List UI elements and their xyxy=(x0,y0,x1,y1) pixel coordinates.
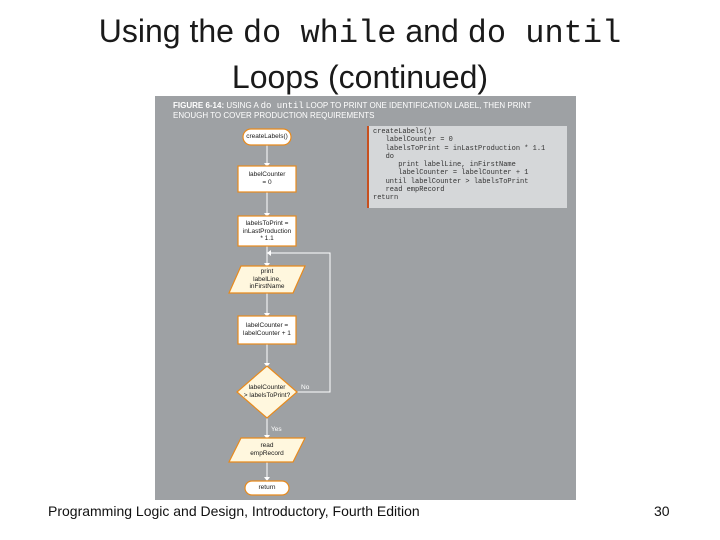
read-io xyxy=(228,437,306,463)
arrowhead xyxy=(264,435,270,439)
pseudocode-line: labelCounter = labelCounter + 1 xyxy=(373,169,529,178)
figure-caption: FIGURE 6-14: USING A do until LOOP TO PR… xyxy=(173,101,568,120)
slide-title-line1: Using the do while and do until xyxy=(0,12,720,53)
incr-label-line1: labelCounter = xyxy=(245,322,289,329)
slide-page-number: 30 xyxy=(654,503,670,519)
arrowhead xyxy=(264,313,270,317)
print-label-line3: inFirstName xyxy=(249,283,285,290)
figure-panel: FIGURE 6-14: USING A do until LOOP TO PR… xyxy=(155,96,576,500)
read-label: read empRecord xyxy=(237,442,297,457)
calc-label-line1: labelsToPrint = xyxy=(245,220,289,227)
pseudocode-line: labelCounter = 0 xyxy=(373,136,453,145)
print-io xyxy=(228,265,306,294)
init-label: labelCounter = 0 xyxy=(238,171,296,186)
arrowhead xyxy=(264,263,270,267)
start-label: createLabels() xyxy=(246,133,288,140)
calc-process xyxy=(237,215,297,247)
calc-label: labelsToPrint = inLastProduction * 1.1 xyxy=(238,220,296,243)
caption-text: LOOP TO PRINT ONE IDENTIFICATION LABEL, … xyxy=(173,101,532,120)
read-label-line1: read xyxy=(260,442,274,449)
read-label-line2: empRecord xyxy=(250,449,284,457)
pseudocode-line: print labelLine, inFirstName xyxy=(373,161,516,170)
incr-process xyxy=(237,315,297,345)
decision-label-line1: labelCounter xyxy=(248,384,286,391)
incr-label: labelCounter = labelCounter + 1 xyxy=(238,322,296,337)
pseudocode-line: read empRecord xyxy=(373,186,445,195)
caption-text: USING A xyxy=(224,101,261,110)
pseudocode-box: createLabels() labelCounter = 0 labelsTo… xyxy=(367,126,567,208)
incr-label-line2: labelCounter + 1 xyxy=(243,329,291,337)
pseudocode-line: return xyxy=(373,194,399,203)
pseudocode-line: labelsToPrint = inLastProduction * 1.1 xyxy=(373,144,546,153)
arrowhead xyxy=(267,250,271,256)
loop-decision xyxy=(236,365,298,419)
title-text: and xyxy=(396,13,468,49)
caption-code: do until xyxy=(260,101,304,111)
decision-label: labelCounter > labelsToPrint? xyxy=(235,384,299,399)
init-label-line2: = 0 xyxy=(262,178,272,186)
yes-branch-label: Yes xyxy=(271,426,282,433)
print-label-line2: labelLine, xyxy=(253,275,281,283)
footer-course-title: Programming Logic and Design, Introducto… xyxy=(48,503,420,519)
loop-back-arrow xyxy=(267,252,331,393)
arrowhead xyxy=(264,363,270,367)
figure-label: FIGURE 6-14: xyxy=(173,101,225,110)
arrowhead xyxy=(264,163,270,167)
start-terminator xyxy=(242,128,292,146)
pseudocode-line: until labelCounter > labelsToPrint xyxy=(373,177,529,186)
calc-label-line3: * 1.1 xyxy=(260,235,274,242)
pseudocode-line: createLabels() xyxy=(373,128,432,136)
end-label: return xyxy=(258,484,276,491)
arrowhead xyxy=(264,477,270,481)
arrowhead xyxy=(264,213,270,217)
title-code-do-until: do until xyxy=(467,15,622,52)
print-label: print labelLine, inFirstName xyxy=(237,268,297,291)
calc-label-line2: inLastProduction xyxy=(242,227,292,235)
print-label-line1: print xyxy=(260,268,274,275)
init-process xyxy=(237,165,297,193)
end-terminator xyxy=(244,480,290,496)
decision-label-line2: > labelsToPrint? xyxy=(243,391,291,399)
pseudocode-line: do xyxy=(373,152,395,161)
slide-title-line2: Loops (continued) xyxy=(231,59,489,95)
no-branch-label: No xyxy=(301,384,310,391)
title-code-do-while: do while xyxy=(242,15,397,52)
title-text: Using the xyxy=(98,13,243,49)
init-label-line1: labelCounter xyxy=(248,171,286,178)
flowchart-graphics xyxy=(228,128,331,496)
